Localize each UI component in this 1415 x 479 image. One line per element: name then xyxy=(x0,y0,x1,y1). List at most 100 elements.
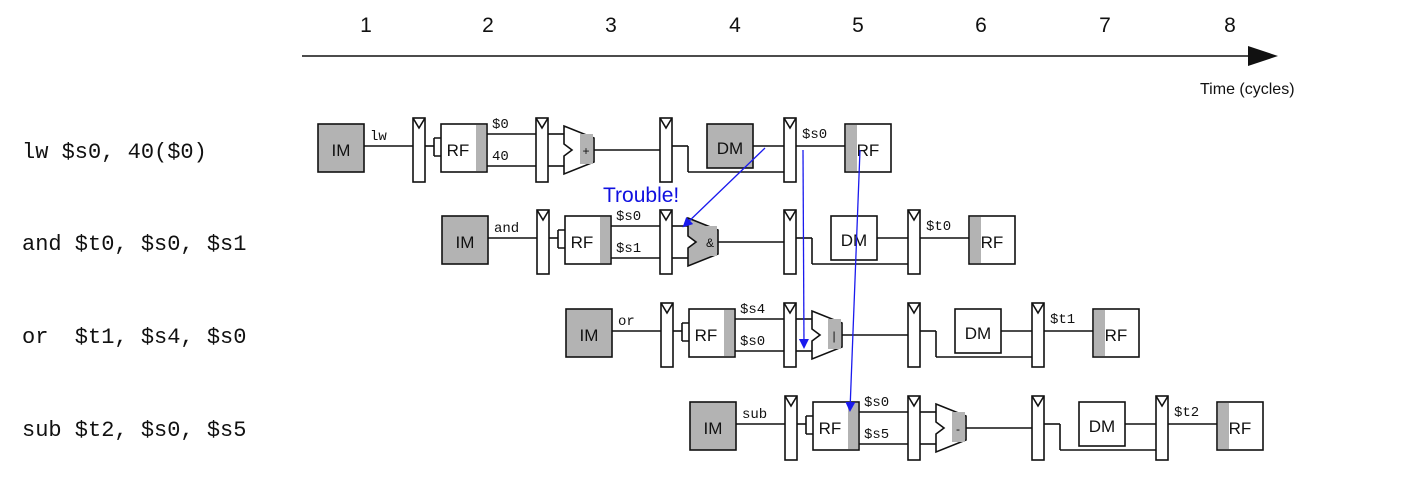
trouble-label: Trouble! xyxy=(603,184,679,207)
clock-edge-icon xyxy=(660,302,674,315)
if-id-register xyxy=(660,302,674,368)
forward-arrow xyxy=(798,149,809,349)
instruction-bus-label: sub xyxy=(742,407,767,423)
im-label: IM xyxy=(704,419,723,438)
instruction-memory-block xyxy=(317,123,365,173)
rf-label: RF xyxy=(1105,326,1128,345)
operand-label: 40 xyxy=(492,149,509,165)
clock-edge-icon xyxy=(907,302,921,315)
dm-label: DM xyxy=(841,231,867,250)
instruction-bus-label: and xyxy=(494,221,519,237)
dm-label: DM xyxy=(965,324,991,343)
rf-label: RF xyxy=(1229,419,1252,438)
alu-op-label: | xyxy=(832,329,835,343)
if-id-register xyxy=(784,395,798,461)
rf-label: RF xyxy=(571,233,594,252)
instruction-label: sub $t2, $s0, $s5 xyxy=(22,418,246,443)
if-id-register xyxy=(536,209,550,275)
rf-label: RF xyxy=(857,141,880,160)
time-axis-arrowhead xyxy=(1248,46,1278,66)
dm-label: DM xyxy=(1089,417,1115,436)
clock-edge-icon xyxy=(535,117,549,130)
id-ex-register xyxy=(783,302,797,368)
ex-mem-register xyxy=(659,117,673,183)
clock-edge-icon xyxy=(1031,302,1045,315)
im-label: IM xyxy=(456,233,475,252)
rf-read-port xyxy=(433,137,441,157)
instruction-label: or $t1, $s4, $s0 xyxy=(22,325,246,350)
time-axis-label: Time (cycles) xyxy=(1200,81,1295,98)
cycle-number: 8 xyxy=(1224,14,1236,37)
hazard-arrow xyxy=(682,147,766,228)
mem-wb-register xyxy=(783,117,797,183)
ex-mem-register xyxy=(1031,395,1045,461)
rf-read-shade xyxy=(848,403,858,449)
rf-read-shade xyxy=(724,310,734,356)
operand-label: $s4 xyxy=(740,302,765,318)
cycle-numbers: 1 2 3 4 5 6 7 8 xyxy=(360,14,1236,37)
cycle-number: 3 xyxy=(605,14,617,37)
operand-label: $s0 xyxy=(864,395,889,411)
rf-read-shade xyxy=(476,125,486,171)
instruction-memory-block xyxy=(689,401,737,451)
operand-label: $s1 xyxy=(616,241,641,257)
rf-read-port xyxy=(681,322,689,342)
clock-edge-icon xyxy=(784,395,798,408)
rf-write-shade xyxy=(970,217,981,263)
instruction-memory-block xyxy=(565,308,613,358)
writeback-label: $t1 xyxy=(1050,312,1075,328)
clock-edge-icon xyxy=(783,209,797,222)
instruction-bus-label: lw xyxy=(370,129,387,145)
ex-mem-register xyxy=(783,209,797,275)
dm-label: DM xyxy=(717,139,743,158)
rf-read-shade xyxy=(600,217,610,263)
clock-edge-icon xyxy=(907,395,921,408)
rf-label: RF xyxy=(447,141,470,160)
hazard-arrows xyxy=(682,147,861,412)
alu-op-label: - xyxy=(956,422,960,436)
im-label: IM xyxy=(332,141,351,160)
ex-mem-register xyxy=(907,302,921,368)
rf-label: RF xyxy=(819,419,842,438)
writeback-label: $s0 xyxy=(802,127,827,143)
rf-write-shade xyxy=(846,125,857,171)
writeback-label: $t2 xyxy=(1174,405,1199,421)
writeback-label: $t0 xyxy=(926,219,951,235)
alu-shade xyxy=(704,226,717,256)
clock-edge-icon xyxy=(783,117,797,130)
alu-shade xyxy=(952,412,965,442)
cycle-number: 1 xyxy=(360,14,372,37)
operand-label: $s5 xyxy=(864,427,889,443)
clock-edge-icon xyxy=(412,117,426,130)
if-id-register xyxy=(412,117,426,183)
forward-arrow xyxy=(845,149,861,412)
alu-op-label: + xyxy=(582,144,589,158)
rf-label: RF xyxy=(981,233,1004,252)
mem-wb-register xyxy=(907,209,921,275)
instruction-memory-block xyxy=(441,215,489,265)
clock-edge-icon xyxy=(1031,395,1045,408)
rf-read-port xyxy=(805,415,813,435)
rf-label: RF xyxy=(695,326,718,345)
id-ex-register xyxy=(659,209,673,275)
clock-edge-icon xyxy=(907,209,921,222)
mem-wb-register xyxy=(1155,395,1169,461)
rf-read-port xyxy=(557,229,565,249)
clock-edge-icon xyxy=(783,302,797,315)
operand-label: $0 xyxy=(492,117,509,133)
cycle-number: 5 xyxy=(852,14,864,37)
rf-write-shade xyxy=(1218,403,1229,449)
instruction-label: and $t0, $s0, $s1 xyxy=(22,232,246,257)
cycle-number: 2 xyxy=(482,14,494,37)
instruction-label: lw $s0, 40($0) xyxy=(22,140,207,165)
alu-shade xyxy=(580,134,593,164)
rf-write-shade xyxy=(1094,310,1105,356)
data-memory-block xyxy=(1078,401,1126,447)
id-ex-register xyxy=(907,395,921,461)
